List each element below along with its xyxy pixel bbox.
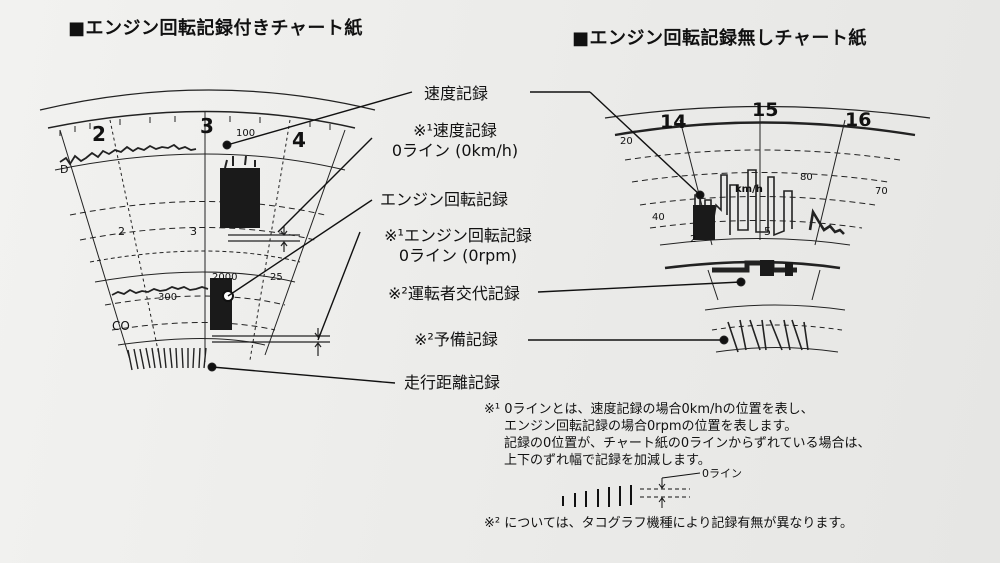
tick-hour-14: 14	[660, 111, 687, 133]
tick-hour-3: 3	[200, 114, 214, 138]
label-driver-change: ※²運転者交代記録	[388, 284, 520, 304]
note-1-line-2: エンジン回転記録の場合0rpmの位置を表します。	[504, 419, 798, 434]
label-speed-record: 速度記録	[424, 84, 489, 103]
label-zero-line-engine-text: エンジン回転記録	[403, 226, 532, 245]
left-leader-lines	[211, 91, 413, 384]
label-zero-line-speed-mark: ※¹	[413, 121, 433, 140]
note-2-mark: ※²	[484, 516, 501, 531]
heading-with-engine: ■エンジン回転記録付きチャート紙	[68, 18, 363, 39]
label-zero-line-speed: ※¹速度記録 0ライン (0km/h)	[380, 121, 530, 161]
tick-rpm-300: 300	[158, 292, 178, 303]
tick-speed-80: 80	[800, 172, 813, 183]
note-1-line-4: 上下のずれ幅で記録を加減します。	[504, 453, 711, 468]
label-zero-line-engine-mark: ※¹	[384, 226, 404, 245]
label-zero-line-engine-text-2: 0ライン (0rpm)	[398, 246, 518, 265]
tick-speed-70: 70	[875, 186, 888, 197]
tick-num-5: 5	[764, 225, 771, 238]
note-1-text-1: 0ラインとは、速度記録の場合0km/hの位置を表し、	[504, 402, 814, 417]
label-distance: 走行距離記録	[404, 373, 501, 392]
label-engine-record: エンジン回転記録	[380, 190, 509, 209]
tick-side-25: 25	[270, 272, 283, 283]
zero-line-example	[562, 472, 701, 508]
label-reserve-mark: ※²	[414, 330, 434, 349]
label-zero-line-engine: ※¹エンジン回転記録 0ライン (0rpm)	[368, 226, 548, 266]
tick-hour-4: 4	[292, 128, 306, 152]
note-2: ※² については、タコグラフ機種により記録有無が異なります。	[484, 516, 853, 532]
right-chart-paper	[604, 105, 931, 353]
left-chart-paper	[39, 89, 376, 372]
tick-inner-2: 2	[118, 225, 125, 238]
tick-hour-2: 2	[92, 122, 106, 146]
note-2-text: については、タコグラフ機種により記録有無が異なります。	[504, 516, 854, 531]
tick-unit-kmh: km/h	[735, 184, 763, 195]
label-driver-change-mark: ※²	[388, 284, 408, 303]
label-reserve-text: 予備記録	[433, 330, 498, 349]
right-leader-lines	[528, 91, 742, 341]
tick-num-20: 20	[620, 136, 633, 147]
label-reserve: ※²予備記録	[414, 330, 498, 350]
note-zero-line-small: 0ライン	[702, 467, 742, 480]
heading-without-engine: ■エンジン回転記録無しチャート紙	[572, 28, 867, 49]
note-1-mark: ※¹	[484, 402, 501, 417]
label-driver-change-text: 運転者交代記録	[407, 284, 520, 303]
label-zero-line-speed-text: 速度記録	[432, 121, 497, 140]
note-1-line-1: ※¹ 0ラインとは、速度記録の場合0km/hの位置を表し、	[484, 402, 814, 418]
tick-speed-40: 40	[652, 212, 665, 223]
tick-inner-3: 3	[190, 225, 197, 238]
tick-side-d: D	[60, 163, 69, 176]
tick-hour-15: 15	[752, 99, 779, 121]
label-zero-line-speed-text-2: 0ライン (0km/h)	[391, 141, 519, 160]
tick-side-co: CO	[112, 319, 130, 333]
tick-rpm-2000: 2000	[212, 272, 238, 283]
tick-speed-100: 100	[236, 128, 256, 139]
tick-hour-16: 16	[845, 109, 872, 131]
note-1-line-3: 記録の0位置が、チャート紙の0ラインからずれている場合は、	[504, 436, 871, 451]
tick-num-2: 2	[690, 234, 697, 245]
